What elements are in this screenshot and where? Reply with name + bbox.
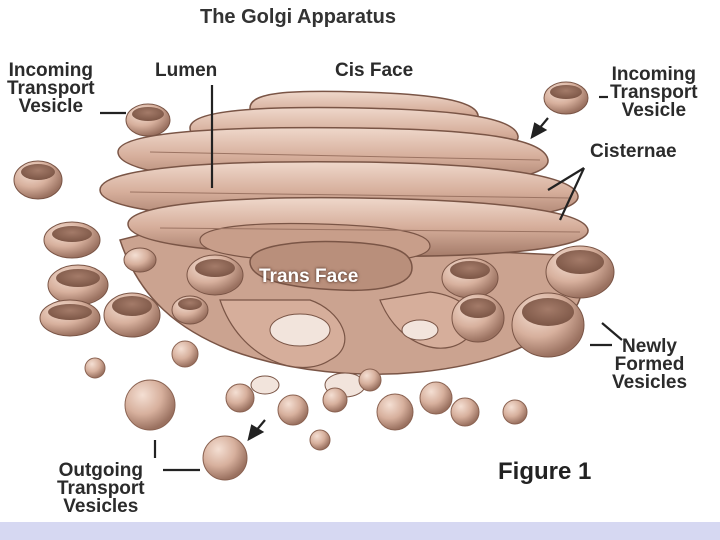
label-cis-face: Cis Face <box>335 60 414 81</box>
vesicle-cup <box>43 221 101 259</box>
vesicle-cup <box>39 299 101 337</box>
label-line: Vesicles <box>612 372 688 393</box>
label-line: Vesicle <box>621 100 687 121</box>
label-lumen: Lumen <box>155 60 218 81</box>
cup-vesicles <box>13 81 615 358</box>
label-trans-face: Trans Face <box>259 266 359 287</box>
label-line: Newly <box>622 336 677 357</box>
vesicle-cup <box>441 257 499 299</box>
vesicle-cup <box>125 103 171 137</box>
label-line: Transport <box>7 78 95 99</box>
vesicle-cup <box>13 160 63 200</box>
vesicle-cup <box>103 292 161 338</box>
label-line: Formed <box>614 354 685 375</box>
label-outgoing-transport-vesicles: Outgoing Transport Vesicles <box>57 460 145 517</box>
bottom-bar <box>0 522 720 540</box>
label-line: Outgoing <box>58 460 144 481</box>
label-newly-formed-vesicles: Newly Formed Vesicles <box>612 336 688 393</box>
label-line: Vesicles <box>63 496 139 517</box>
cisternae-stack <box>99 90 589 292</box>
vesicle-cup <box>47 264 109 306</box>
figure-label: Figure 1 <box>498 458 592 485</box>
vesicle-cup <box>545 245 615 299</box>
diagram-frame: The Golgi Apparatus Incoming Transport V… <box>0 0 720 522</box>
vesicle-cup <box>451 293 505 343</box>
label-line: Transport <box>57 478 145 499</box>
label-line: Incoming <box>611 64 697 85</box>
label-cisternae: Cisternae <box>590 141 677 162</box>
vesicle-cup <box>186 254 244 296</box>
diagram-title: The Golgi Apparatus <box>200 6 396 28</box>
label-line: Incoming <box>8 60 94 81</box>
round-vesicles <box>84 340 528 481</box>
vesicle-cup <box>543 81 589 115</box>
golgi-illustration <box>13 81 623 481</box>
vesicle-cup <box>511 292 585 358</box>
label-incoming-transport-vesicle-left: Incoming Transport Vesicle <box>7 60 95 117</box>
vesicle-cup <box>171 295 209 325</box>
label-incoming-transport-vesicle-right: Incoming Transport Vesicle <box>610 64 698 121</box>
vesicle-cup <box>123 247 157 273</box>
label-line: Vesicle <box>18 96 84 117</box>
label-line: Transport <box>610 82 698 103</box>
leader-lines <box>100 85 623 472</box>
